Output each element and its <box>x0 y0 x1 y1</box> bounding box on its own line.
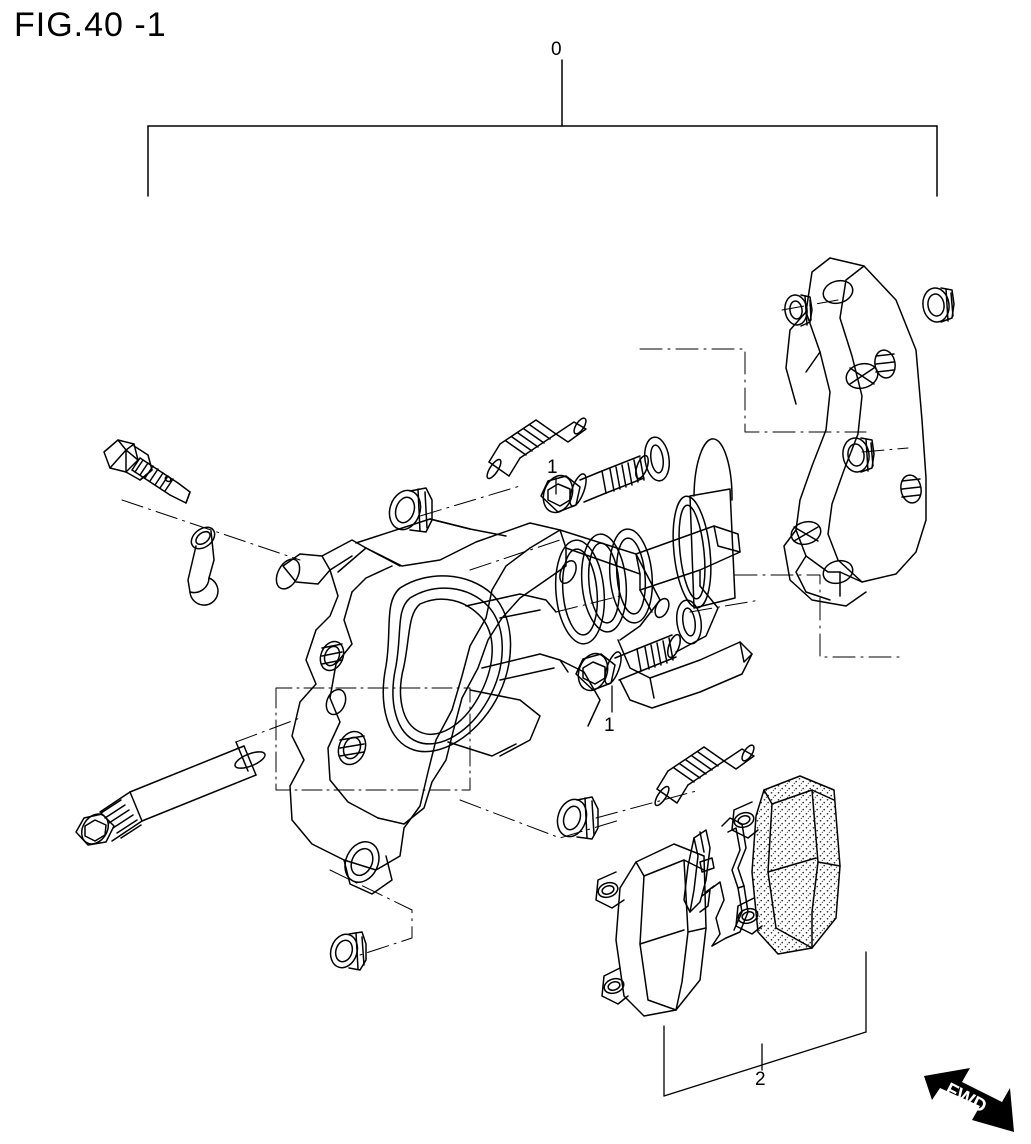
caliper-mounting-bolt-lower <box>575 633 681 692</box>
callout-label-0: 0 <box>551 39 562 60</box>
callout-label-2: 2 <box>755 1069 766 1090</box>
caliper-bracket <box>783 257 927 607</box>
caliper-plug <box>329 931 367 971</box>
callout-2-bracket <box>663 951 867 1097</box>
dust-seal <box>580 533 628 633</box>
piston-seal <box>608 528 654 624</box>
caliper-mounting-bolt-upper <box>540 454 649 514</box>
bracket-bushing-lower <box>842 437 875 473</box>
callout-label-1-upper: 1 <box>547 457 558 478</box>
callout-label-1-lower: 1 <box>604 715 615 736</box>
caliper-body <box>275 518 753 895</box>
bracket-plug-upper <box>784 294 813 327</box>
brake-pad-left <box>595 843 707 1017</box>
dust-boot-upper <box>388 487 433 533</box>
bleeder-screw <box>103 439 191 504</box>
callout-leader-lines <box>555 477 613 713</box>
caliper-o-ring <box>554 539 606 645</box>
callout-0-bracket <box>147 59 938 197</box>
dust-boot-lower <box>556 796 599 840</box>
pad-shim-spring <box>683 829 711 913</box>
brake-pad-right <box>731 775 841 955</box>
bleeder-cap <box>187 526 219 606</box>
slide-pin-lower <box>654 744 755 807</box>
forward-direction-arrow: FWD <box>924 1068 1014 1132</box>
slide-pin-bolt-long <box>75 741 266 846</box>
piston <box>672 438 736 609</box>
washer-lower <box>675 599 703 645</box>
page-title: FIG.40 -1 <box>14 6 167 44</box>
pad-retainer-clip <box>699 817 749 947</box>
washer-upper <box>643 436 671 482</box>
slide-pin-upper <box>486 417 587 480</box>
bracket-bushing-upper <box>922 287 955 323</box>
